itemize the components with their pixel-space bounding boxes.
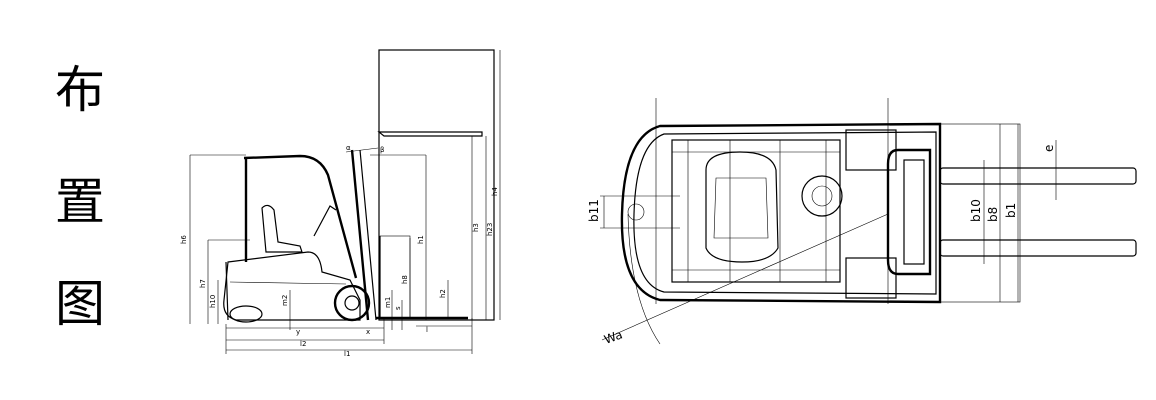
turning-arc [627, 213, 661, 345]
label-h10: h10 [209, 295, 217, 308]
rear-wheel [229, 305, 263, 323]
inner-outline-top [633, 131, 937, 295]
label-b1: b1 [1004, 203, 1018, 218]
label-l1: l1 [344, 350, 350, 358]
steering-wheel-top [801, 175, 843, 217]
front-wheel [333, 284, 371, 322]
load-outline [378, 49, 495, 321]
top-view-forklift: b11 Wa b10 b8 b1 e [587, 98, 1137, 347]
label-beta: β [380, 146, 384, 154]
label-b8: b8 [986, 207, 1000, 222]
label-h6: h6 [180, 235, 188, 244]
seat-top [705, 151, 779, 263]
label-m2: m2 [281, 295, 289, 306]
title-char-3: 图 [55, 275, 105, 333]
fork-left-top [939, 167, 1137, 185]
dim-tilt [345, 147, 379, 153]
label-l2: l2 [300, 340, 306, 348]
label-h23: h23 [486, 223, 494, 236]
label-l: l [426, 326, 428, 334]
title-char-2: 置 [55, 173, 105, 231]
label-h8: h8 [401, 275, 409, 284]
label-h4: h4 [491, 187, 499, 196]
label-s: s [394, 306, 402, 310]
dim-wa [601, 213, 889, 341]
fork-right-top [939, 239, 1137, 257]
label-e: e [1042, 145, 1056, 152]
label-y: y [296, 328, 300, 336]
label-h2: h2 [439, 289, 447, 298]
overhead-guard [243, 154, 358, 279]
counterweight [225, 261, 229, 321]
steering-column [313, 205, 337, 237]
load-outline-top [939, 123, 1021, 303]
label-h1: h1 [417, 235, 425, 244]
label-m1: m1 [384, 297, 392, 308]
truck-outline-top [620, 122, 942, 304]
front-wheel-right-top [845, 257, 897, 299]
body-line [229, 281, 347, 285]
carriage-top [903, 159, 925, 265]
label-x: x [366, 328, 370, 336]
title-char-1: 布 [55, 61, 105, 119]
label-h3: h3 [472, 223, 480, 232]
front-wheel-hub [344, 295, 360, 311]
label-b11: b11 [587, 199, 601, 222]
label-h7: h7 [199, 279, 207, 288]
side-view-forklift: h6 h7 h10 m2 y x l2 l1 m1 s l h2 h8 h1 h… [180, 49, 501, 358]
truck-body [223, 251, 361, 321]
raised-fork [377, 131, 483, 137]
mast-rear [359, 149, 377, 321]
overhead-guard-top [671, 139, 841, 283]
label-b10: b10 [969, 199, 983, 222]
seat [261, 204, 303, 253]
label-alpha: α [346, 144, 351, 152]
label-wa: Wa [602, 327, 624, 346]
